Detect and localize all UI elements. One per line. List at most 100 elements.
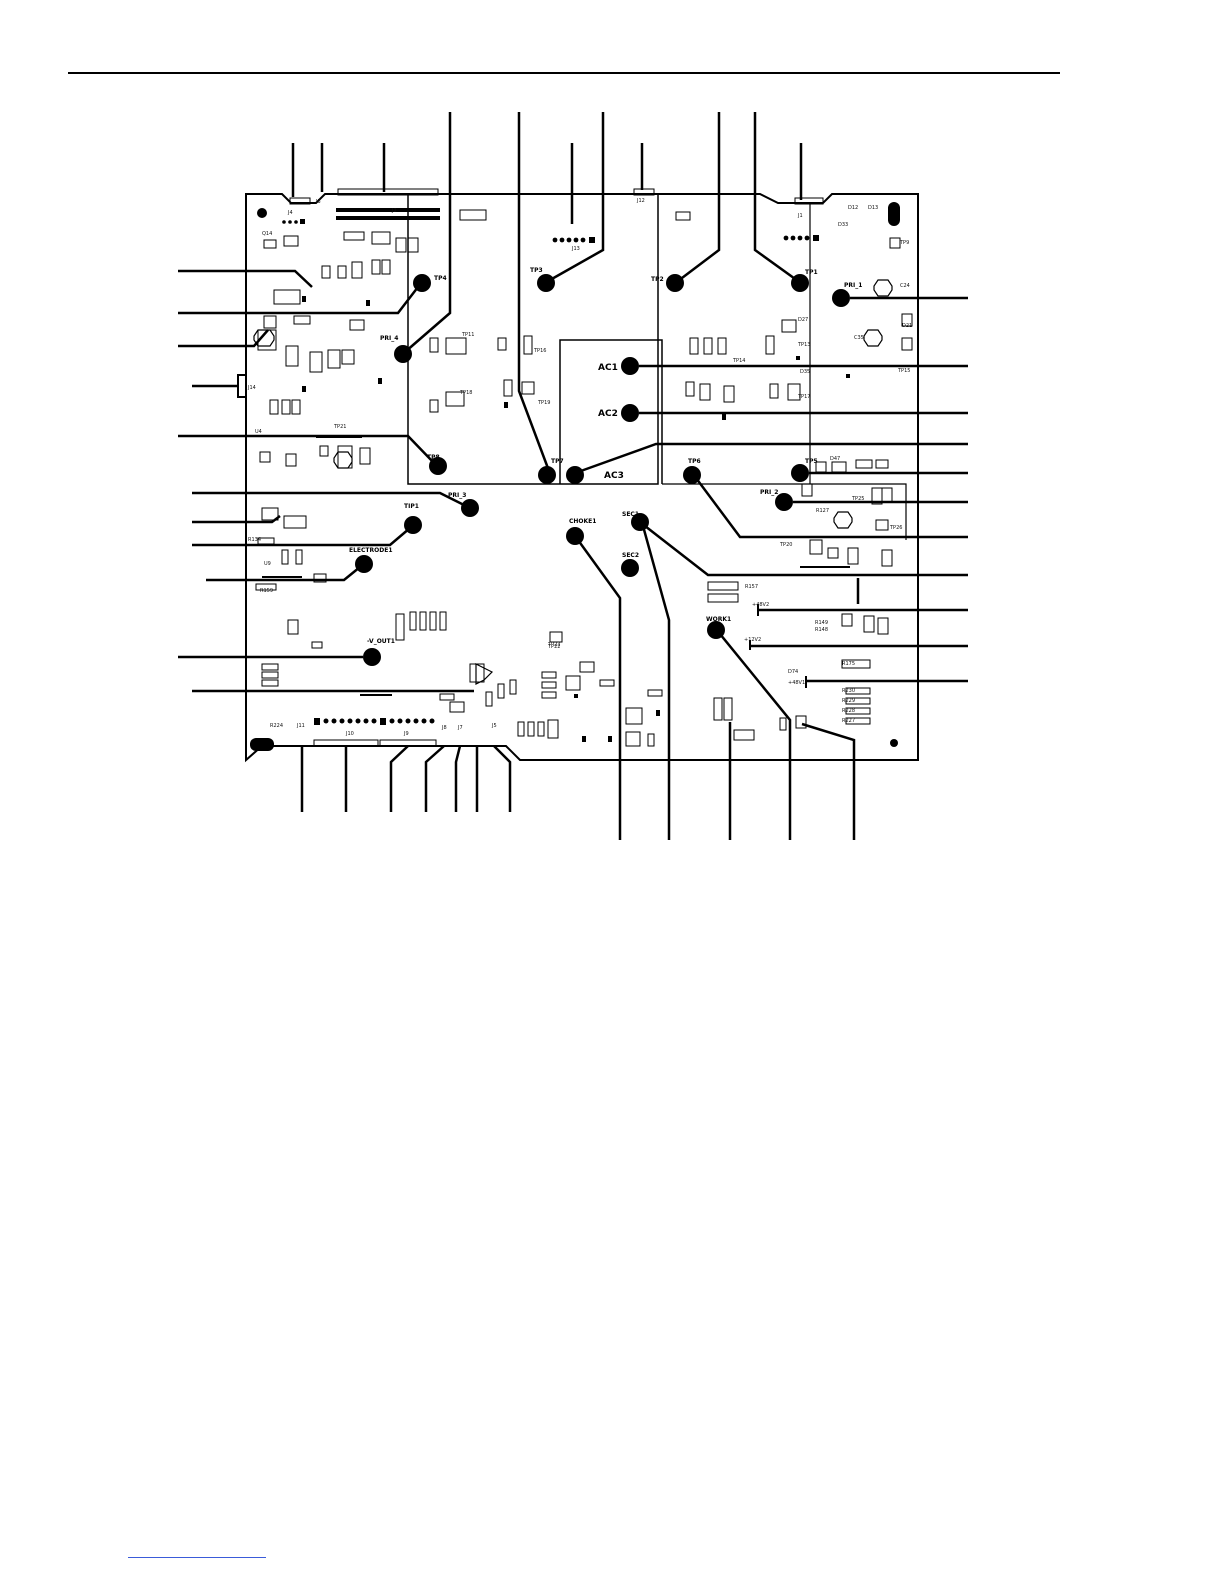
tp13-label: TP13 <box>797 342 810 348</box>
r159-label: R159 <box>260 588 273 594</box>
j8-label: J8 <box>441 725 447 731</box>
tip1-label: TIP1 <box>404 503 419 510</box>
j12-label: J12 <box>636 198 645 204</box>
connector-j12 <box>633 188 655 196</box>
pri2-label: PRI_2 <box>760 489 778 496</box>
r175-label: R175 <box>842 661 855 667</box>
tp26-label: TP26 <box>889 525 902 531</box>
j4-pins <box>282 219 305 224</box>
footer-rule-line <box>128 1557 266 1558</box>
r127-label: R127 <box>816 508 829 514</box>
tp16-label: TP16 <box>533 348 546 354</box>
r224-label: R224 <box>270 723 283 729</box>
sec1-pad <box>631 513 649 531</box>
top-rule-line <box>68 72 1060 74</box>
j10-label: J10 <box>345 731 354 737</box>
tp6-label: TP6 <box>688 458 701 465</box>
tp5-pad <box>791 464 809 482</box>
ac3-label: AC3 <box>604 471 624 481</box>
q14-label: Q14 <box>262 231 272 237</box>
d27-label: D27 <box>798 317 808 323</box>
voltage-48v2-label: +48V2 <box>752 602 769 608</box>
tp4-label: TP4 <box>434 275 447 282</box>
d35-label: D35 <box>800 369 810 375</box>
tp7-label: TP7 <box>551 458 564 465</box>
d12-label: D12 <box>848 205 858 211</box>
j9-label: J9 <box>403 731 409 737</box>
j7-label: J7 <box>457 725 463 731</box>
tp19-label: TP19 <box>537 400 550 406</box>
tp18-label: TP18 <box>459 390 472 396</box>
test-point-pads <box>355 274 850 666</box>
tp8-label: TP8 <box>427 454 440 461</box>
inner-region-right <box>662 483 907 540</box>
component-footprints <box>255 209 913 747</box>
j10-pins <box>314 718 377 725</box>
inner-region-top <box>407 193 659 485</box>
connector-j1 <box>794 197 824 205</box>
j1-pins <box>783 235 819 241</box>
mounting-hole-top-left <box>257 208 267 218</box>
c24-label: C24 <box>900 283 910 289</box>
choke1-pad <box>566 527 584 545</box>
d13-label: D13 <box>868 205 878 211</box>
j13-label: J13 <box>571 246 580 252</box>
j2-label: J2 <box>391 208 397 214</box>
u4-label: U4 <box>255 429 262 435</box>
tp7-pad <box>538 466 556 484</box>
r228-label: R228 <box>842 708 855 714</box>
j5-label: J5 <box>491 723 497 729</box>
tp22-label: TP22 <box>547 644 560 650</box>
tp23-label: TP23 <box>547 642 560 648</box>
voltage-12v2-label: +12V2 <box>744 637 761 643</box>
j2-pin-rows <box>336 208 440 220</box>
pri3-label: PRI_3 <box>448 492 466 499</box>
tp2-pad <box>666 274 684 292</box>
connector-j4 <box>289 197 311 205</box>
tp9-label: TP9 <box>899 240 909 246</box>
tp3-pad <box>537 274 555 292</box>
r148-label: R148 <box>815 627 828 633</box>
pri3-pad <box>461 499 479 517</box>
connector-j2 <box>337 188 439 196</box>
r149-label: R149 <box>815 620 828 626</box>
j3-label: J3 <box>315 199 321 205</box>
tp5-label: TP5 <box>805 458 818 465</box>
j11-label: J11 <box>296 723 305 729</box>
electrode1-label: ELECTRODE1 <box>349 547 393 554</box>
ac2-pad <box>621 404 639 422</box>
d21-label: D21 <box>902 323 912 329</box>
r227-label: R227 <box>842 718 855 724</box>
tp3-label: TP3 <box>530 267 543 274</box>
tp25-label: TP25 <box>851 496 864 502</box>
sec1-label: SEC1 <box>622 511 639 518</box>
tp14-label: TP14 <box>732 358 745 364</box>
vout1-pad <box>363 648 381 666</box>
ac2-label: AC2 <box>598 409 618 419</box>
j9-pins <box>380 718 435 725</box>
pri4-label: PRI_4 <box>380 335 398 342</box>
j14-tab <box>237 374 246 398</box>
ac3-pad <box>566 466 584 484</box>
mounting-hole-bottom-right <box>890 739 898 747</box>
ac1-pad <box>621 357 639 375</box>
voltage-48v1-label: +48V1 <box>788 680 805 686</box>
tp17-label: TP17 <box>797 394 810 400</box>
c35-label: C35 <box>854 335 864 341</box>
d33-label: D33 <box>838 222 848 228</box>
d74-label: D74 <box>788 669 798 675</box>
r134-label: R134 <box>248 537 261 543</box>
j4-label: J4 <box>287 210 293 216</box>
pri1-label: PRI_1 <box>844 282 862 289</box>
small-part-ticks <box>302 296 850 742</box>
pri2-pad <box>775 493 793 511</box>
vout1-label: -V_OUT1 <box>367 638 395 645</box>
r229-label: R229 <box>842 698 855 704</box>
r230-label: R230 <box>842 688 855 694</box>
j1-label: J1 <box>797 213 803 219</box>
tp1-label: TP1 <box>805 269 818 276</box>
j13-pins <box>552 237 595 243</box>
oval-pad-bottom-left <box>250 738 274 751</box>
tp11-label: TP11 <box>461 332 474 338</box>
